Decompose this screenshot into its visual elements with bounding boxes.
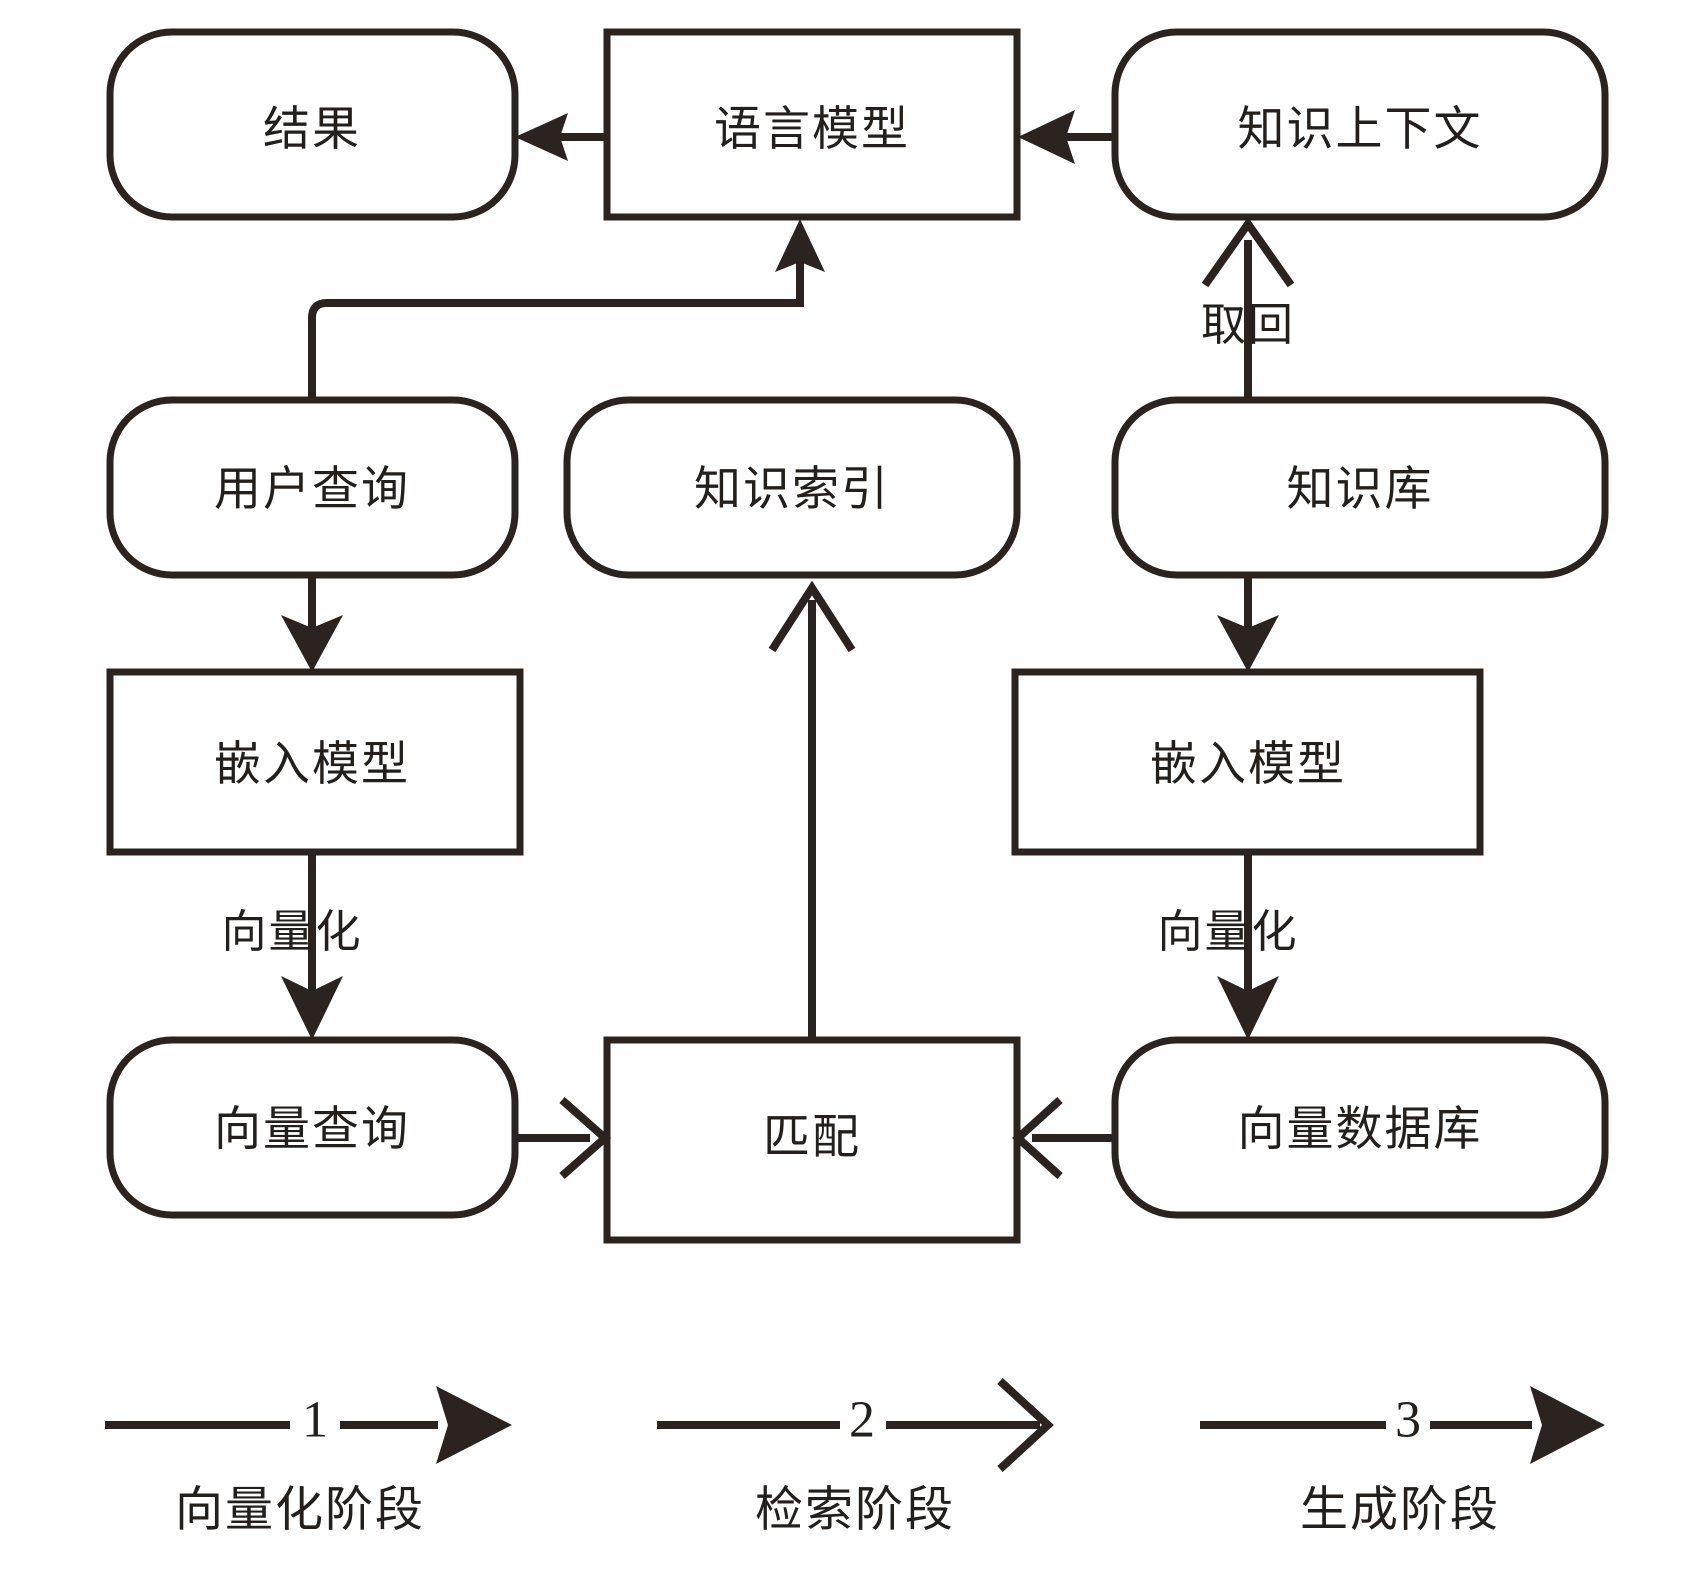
stage-3-arrowhead [1530, 1386, 1605, 1464]
node-user-query-label: 用户查询 [214, 464, 410, 516]
edge-kb-kc-arrowhead [1201, 217, 1295, 288]
node-vector-database-shape [1111, 1036, 1609, 1219]
node-language-model-shape [603, 28, 1021, 221]
edge-vector-database-to-match [1012, 1097, 1113, 1179]
edge-knowledge-context-to-language-model [1018, 110, 1113, 164]
node-knowledge-base-label: 知识库 [1287, 464, 1434, 516]
node-language-model[interactable]: 语言模型 [603, 28, 1021, 221]
node-result-label: 结果 [263, 104, 361, 156]
edge-uq-emb-arrowhead [281, 615, 343, 672]
node-result[interactable]: 结果 [106, 28, 519, 221]
node-knowledge-context-label: 知识上下文 [1238, 104, 1483, 156]
stage-2: 2 检索阶段 [657, 1378, 1054, 1537]
edge-vq-match-arrowhead [559, 1097, 612, 1179]
edge-kc-lm-arrowhead [1018, 110, 1075, 164]
node-embedding-model-right[interactable]: 嵌入模型 [1011, 668, 1484, 856]
stage-2-number: 2 [849, 1392, 875, 1449]
node-knowledge-context-shape [1111, 28, 1609, 221]
node-vector-query-shape [106, 1036, 519, 1219]
stage-1-label: 向量化阶段 [175, 1484, 425, 1537]
stage-2-label: 检索阶段 [755, 1484, 955, 1537]
edge-language-model-to-result [515, 113, 605, 161]
stage-2-arrowhead [997, 1378, 1054, 1472]
stage-3: 3 生成阶段 [1200, 1386, 1605, 1537]
edge-lm-result-arrowhead [515, 113, 568, 161]
edge-embr-vdb-arrowhead [1217, 976, 1279, 1040]
edge-match-ki-arrowhead [768, 580, 856, 653]
edge-embedding-left-to-vector-query: 向量化 [221, 852, 362, 1040]
stage-1-arrowhead [436, 1386, 512, 1464]
edge-embl-vq-arrowhead [281, 976, 343, 1040]
node-knowledge-index-shape [563, 396, 1021, 579]
edge-kb-emb-arrowhead [1217, 615, 1279, 672]
node-knowledge-base-shape [1111, 396, 1609, 579]
stage-3-label: 生成阶段 [1300, 1484, 1500, 1537]
node-match[interactable]: 匹配 [603, 1036, 1021, 1244]
node-embedding-model-left[interactable]: 嵌入模型 [106, 668, 524, 856]
stage-1: 1 向量化阶段 [105, 1386, 512, 1537]
edge-vdb-match-arrowhead [1012, 1097, 1063, 1179]
node-match-label: 匹配 [763, 1112, 861, 1164]
node-knowledge-base[interactable]: 知识库 [1111, 396, 1609, 579]
node-embedding-model-left-label: 嵌入模型 [214, 739, 410, 791]
node-vector-query[interactable]: 向量查询 [106, 1036, 519, 1219]
node-vector-query-label: 向量查询 [214, 1104, 410, 1156]
node-knowledge-index[interactable]: 知识索引 [563, 396, 1021, 579]
edge-knowledge-base-to-knowledge-context: 取回 [1201, 217, 1295, 400]
edge-user-query-to-embedding-left [281, 573, 343, 672]
edge-embedding-right-to-vector-database: 向量化 [1157, 852, 1298, 1040]
edge-label-vectorize-right: 向量化 [1157, 907, 1298, 957]
node-vector-database-label: 向量数据库 [1238, 1104, 1483, 1156]
stage-1-number: 1 [302, 1392, 328, 1449]
node-vector-database[interactable]: 向量数据库 [1111, 1036, 1609, 1219]
edge-label-vectorize-left: 向量化 [221, 907, 362, 957]
edge-label-retrieve: 取回 [1201, 300, 1295, 350]
edge-vector-query-to-match [513, 1097, 612, 1179]
node-language-model-label: 语言模型 [714, 104, 910, 156]
edge-knowledge-base-to-embedding-right [1217, 573, 1279, 672]
edge-uq-lm-arrowhead [775, 219, 825, 272]
node-result-shape [106, 28, 519, 221]
edge-uq-lm-path [308, 255, 804, 400]
node-match-shape [603, 1036, 1021, 1244]
node-knowledge-index-label: 知识索引 [694, 464, 890, 516]
stage-3-number: 3 [1395, 1392, 1421, 1449]
node-embedding-model-right-label: 嵌入模型 [1150, 739, 1346, 791]
edge-user-query-to-language-model [308, 219, 825, 400]
node-knowledge-context[interactable]: 知识上下文 [1111, 28, 1609, 221]
node-user-query[interactable]: 用户查询 [106, 396, 519, 579]
